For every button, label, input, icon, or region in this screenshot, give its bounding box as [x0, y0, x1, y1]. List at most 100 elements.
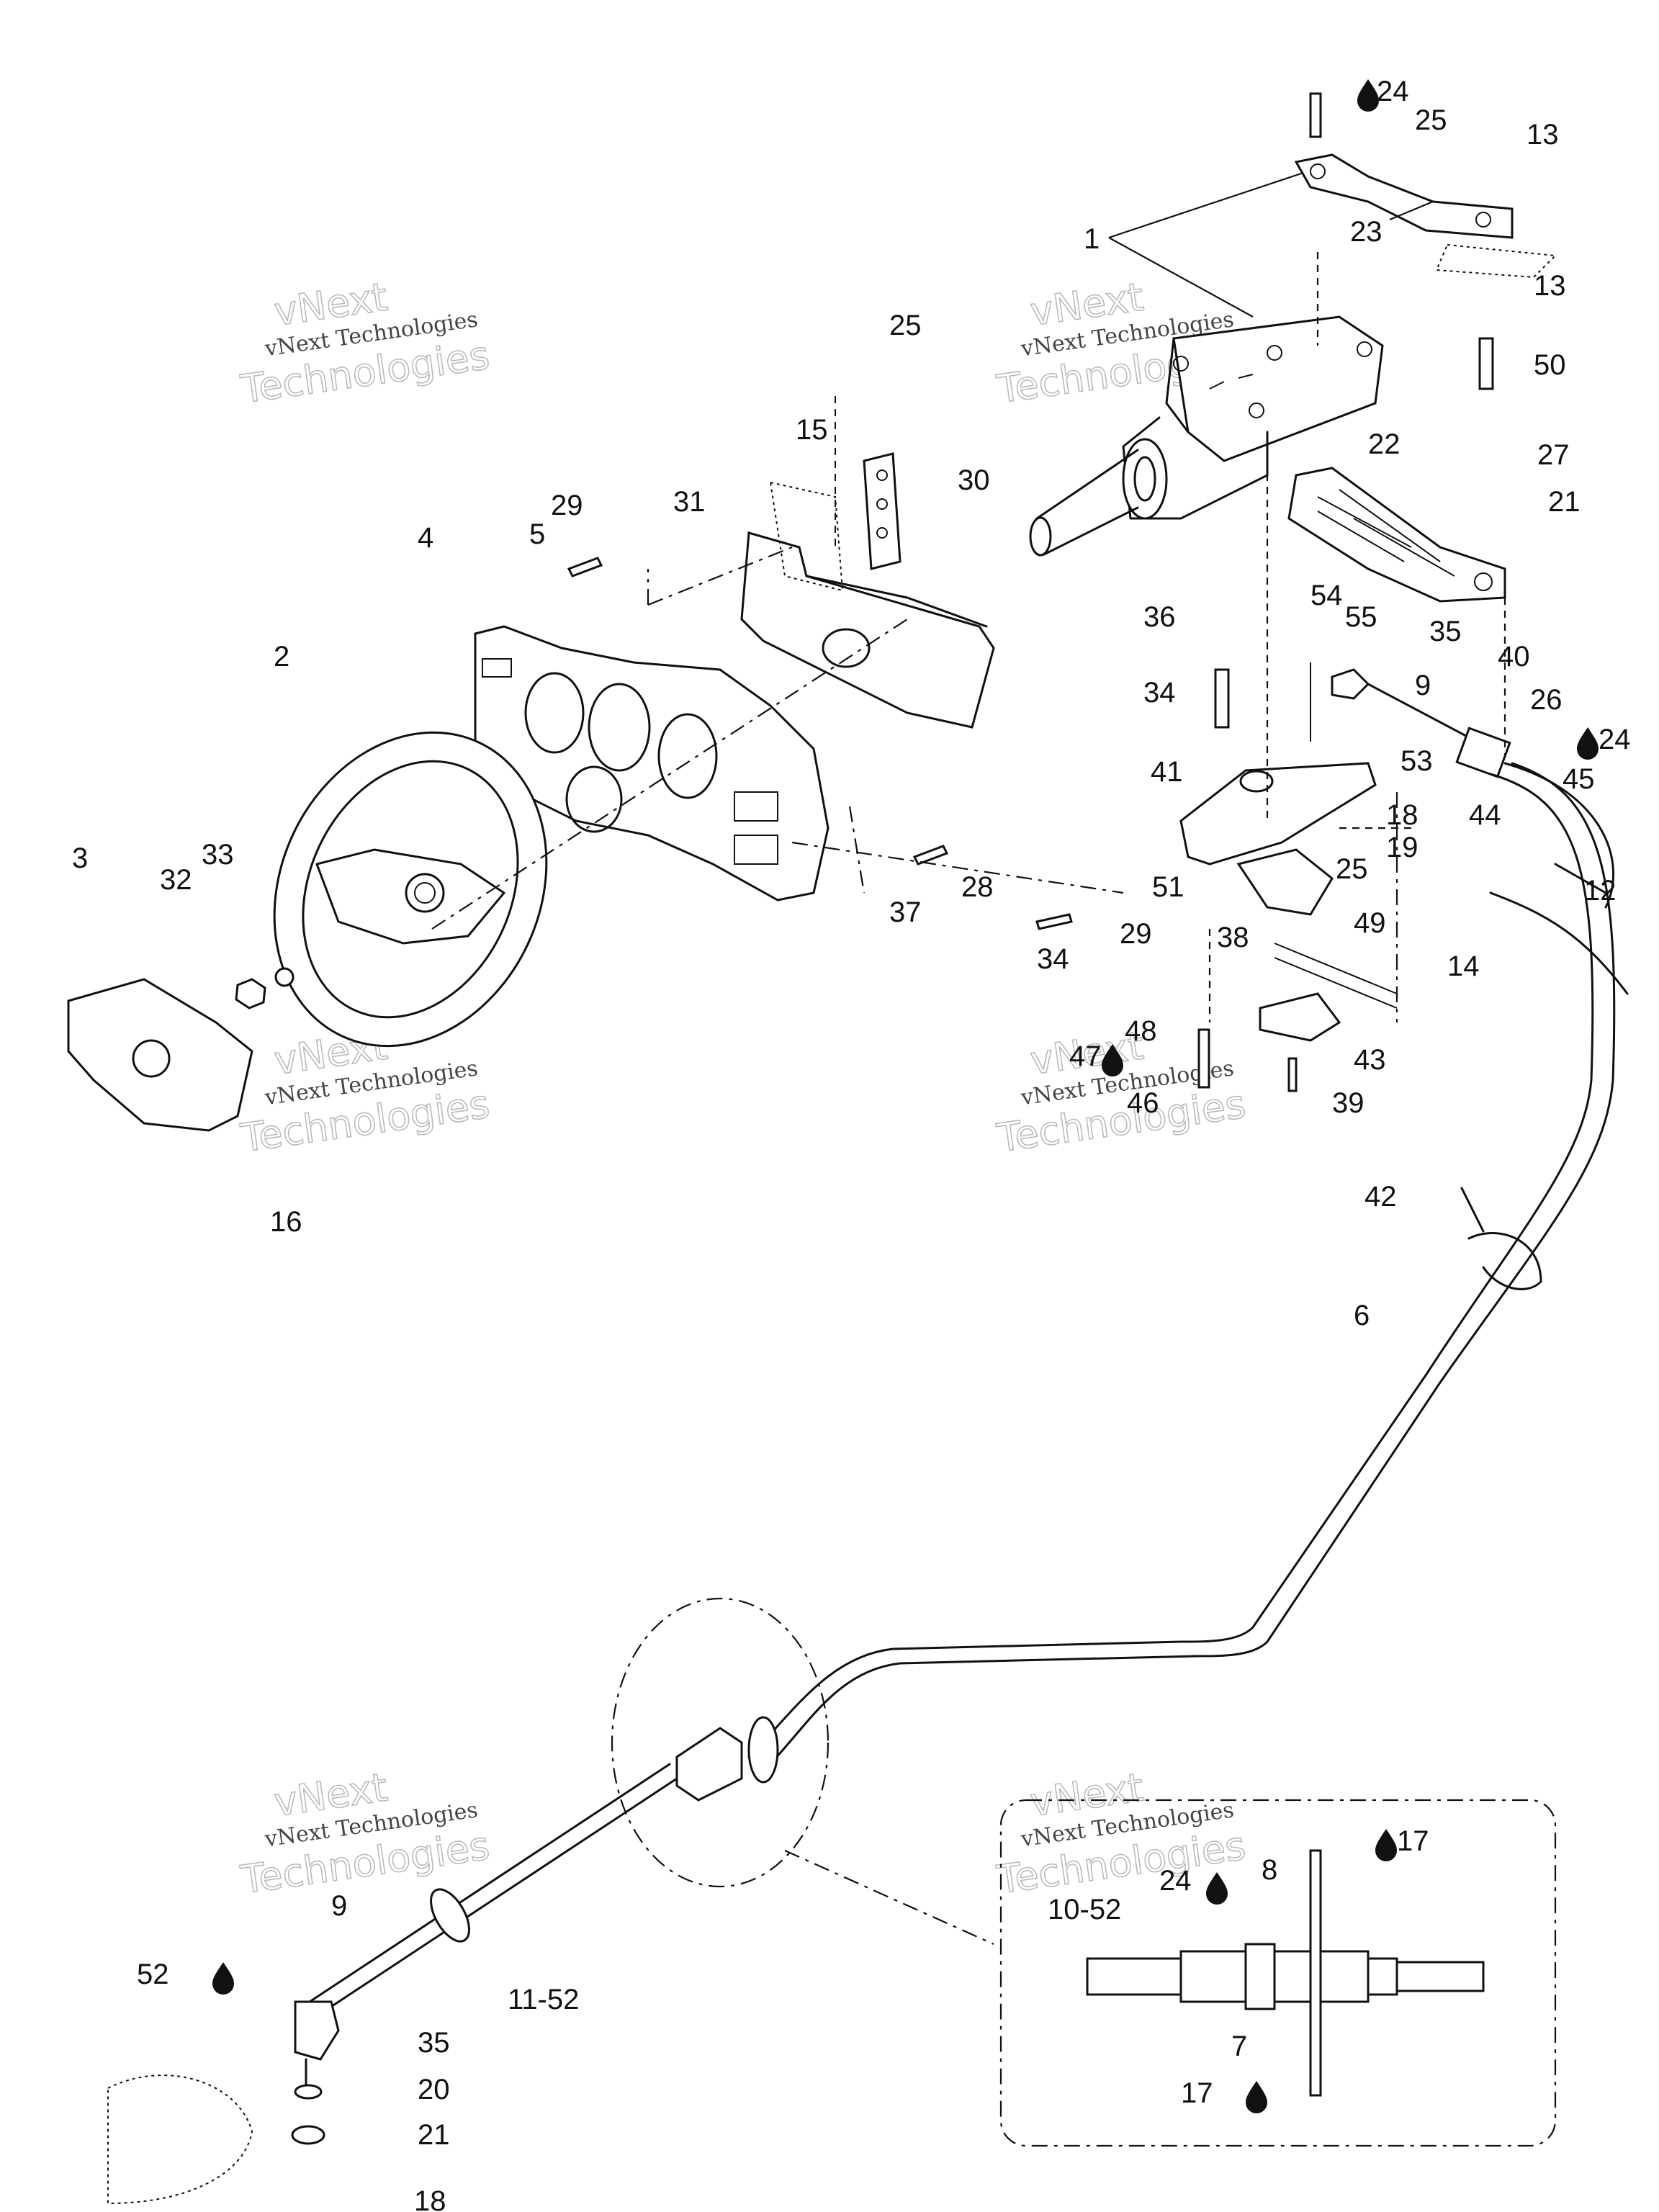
callout-9-bottom: 9 [331, 1890, 347, 1922]
callout-48: 48 [1125, 1015, 1157, 1047]
callout-1: 1 [1084, 223, 1100, 255]
callout-19: 19 [1386, 832, 1419, 863]
callout-5: 5 [529, 518, 545, 550]
callout-53: 53 [1401, 745, 1433, 777]
callout-29-bottom: 29 [1120, 918, 1152, 950]
callout-36: 36 [1143, 601, 1176, 633]
callout-25-upper: 25 [889, 310, 922, 341]
callout-26: 26 [1530, 684, 1563, 716]
callout-25-lower: 25 [1336, 853, 1368, 885]
callout-34-bottom: 34 [1037, 943, 1069, 975]
callout-44: 44 [1469, 799, 1501, 831]
callout-16: 16 [270, 1206, 302, 1238]
callout-8: 8 [1262, 1854, 1277, 1886]
lubricant-drops [212, 79, 1599, 2113]
callout-2: 2 [274, 641, 289, 673]
callout-17-top: 17 [1397, 1825, 1429, 1857]
callout-12: 12 [1584, 875, 1617, 907]
lubricant-drop-icon [1206, 1872, 1228, 1905]
callout-13-mid: 13 [1534, 270, 1566, 302]
callout-52: 52 [137, 1959, 169, 1990]
watermark-mid-left: vNext vNext Technologies Technologies [238, 1022, 493, 1161]
lubricant-drop-icon [1375, 1829, 1397, 1861]
callout-6: 6 [1354, 1300, 1370, 1331]
callout-13-top: 13 [1527, 119, 1559, 150]
callout-30: 30 [958, 464, 990, 496]
callout-33: 33 [202, 839, 234, 871]
callout-7: 7 [1231, 2031, 1247, 2062]
callout-29-top: 29 [551, 490, 583, 521]
callout-54: 54 [1310, 580, 1343, 611]
watermark-low-left: vNext vNext Technologies Technologies [238, 1764, 493, 1903]
callout-21-top: 21 [1548, 486, 1581, 518]
callout-42: 42 [1364, 1181, 1397, 1213]
leader-lines [431, 171, 1506, 1946]
callout-17-bottom: 17 [1181, 2077, 1213, 2109]
pivot-arm-41 [1179, 762, 1377, 866]
callout-28: 28 [961, 871, 994, 903]
callout-24-top: 24 [1377, 76, 1409, 107]
callout-47: 47 [1069, 1040, 1102, 1072]
plate-15 [835, 396, 902, 570]
callout-45: 45 [1563, 763, 1595, 795]
lubricant-drop-icon [1577, 727, 1599, 760]
horn-cap-3 [67, 978, 253, 1132]
lubricant-drop-icon [212, 1962, 234, 1995]
callout-55: 55 [1345, 601, 1377, 633]
callout-14: 14 [1447, 950, 1480, 982]
watermark-top-left: vNext vNext Technologies Technologies [238, 274, 493, 413]
callout-18-bottom: 18 [414, 2185, 446, 2212]
detail-circle [611, 1597, 830, 1888]
callout-22: 22 [1368, 428, 1401, 460]
callout-23: 23 [1350, 216, 1382, 248]
callout-25-top: 25 [1415, 104, 1447, 136]
callout-labels: 1 2 3 4 5 6 7 8 9 9 10-52 11-52 12 13 13… [72, 76, 1631, 2212]
lubricant-drop-icon [1357, 79, 1379, 112]
callout-18: 18 [1386, 799, 1419, 831]
callout-24-right: 24 [1599, 724, 1631, 755]
callout-51: 51 [1152, 871, 1184, 903]
cable-end-fittings [1310, 662, 1511, 778]
callout-32: 32 [160, 864, 192, 896]
callout-21-bottom: 21 [418, 2119, 450, 2151]
mounting-bracket-23 [1294, 153, 1557, 279]
callout-11-52: 11-52 [508, 1984, 579, 2015]
callout-46: 46 [1127, 1087, 1159, 1119]
callout-50: 50 [1534, 349, 1566, 381]
plate-43 [1259, 943, 1398, 1042]
watermarks: vNext vNext Technologies Technologies vN… [238, 274, 1249, 1903]
callout-37: 37 [889, 896, 922, 928]
lubricant-drop-icon [1246, 2081, 1267, 2113]
watermark-low-right: vNext vNext Technologies Technologies [994, 1764, 1249, 1903]
callout-20: 20 [418, 2074, 450, 2105]
dashboard-panel-4 [474, 625, 830, 902]
callout-39: 39 [1332, 1087, 1364, 1119]
callout-49: 49 [1354, 907, 1386, 939]
callout-10-52: 10-52 [1048, 1894, 1121, 1925]
lubricant-drop-icon [1102, 1044, 1123, 1076]
callout-27: 27 [1537, 439, 1570, 471]
callout-40: 40 [1498, 641, 1530, 673]
callout-31: 31 [673, 486, 706, 518]
cable-tie-42 [1460, 1187, 1542, 1290]
lower-cable-end [107, 1763, 678, 2205]
callout-24-inset: 24 [1159, 1865, 1192, 1897]
callout-34-top: 34 [1143, 677, 1176, 709]
hub-nut-washer [235, 967, 295, 1010]
brand-emblem-icon [132, 1039, 171, 1078]
callout-43: 43 [1354, 1044, 1386, 1076]
callout-35-top: 35 [1429, 616, 1462, 647]
detail-inset [999, 1799, 1557, 2147]
callout-35-bottom: 35 [418, 2027, 450, 2059]
helm-assembly [1029, 315, 1384, 557]
callout-4: 4 [418, 522, 433, 554]
plate-49 [1236, 848, 1334, 916]
callout-3: 3 [72, 842, 88, 874]
mounting-plate-31 [740, 481, 995, 729]
steering-cable-6 [747, 762, 1616, 1773]
callout-15: 15 [796, 414, 828, 446]
bolts [567, 92, 1494, 1092]
steering-wheel-2 [273, 731, 548, 1048]
callout-41: 41 [1151, 756, 1183, 788]
